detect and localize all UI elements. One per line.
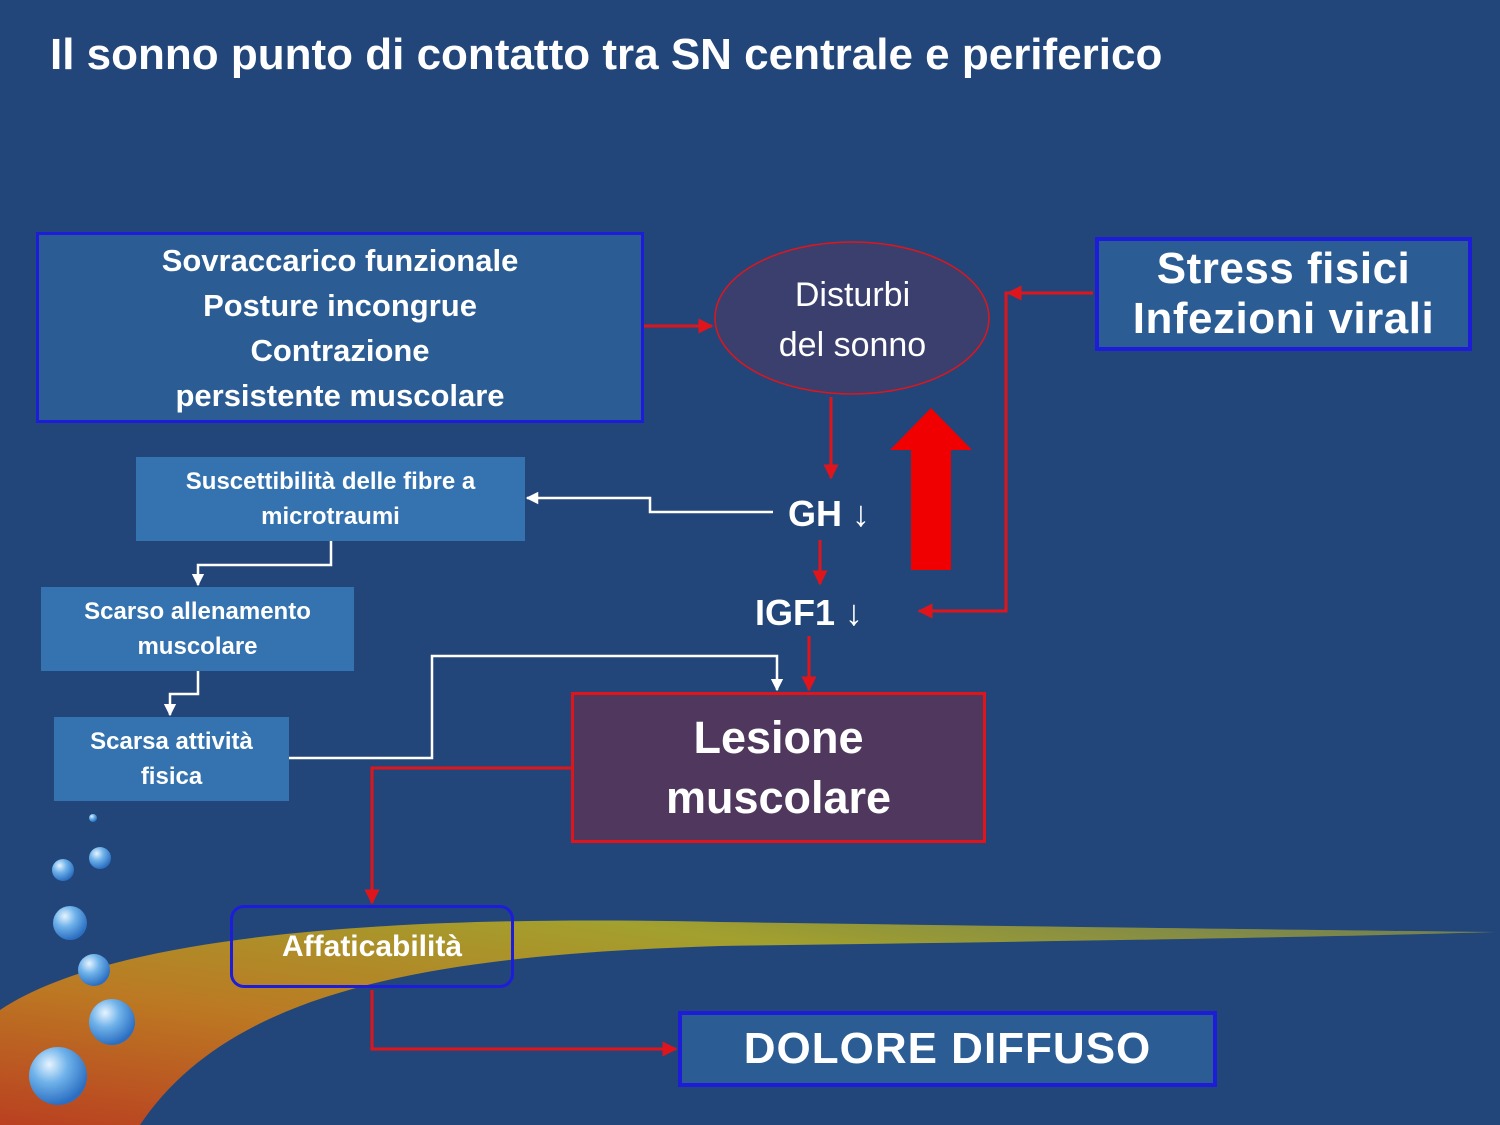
- box-line: Scarsa attività: [90, 728, 253, 755]
- diffuse-pain-box: DOLORE DIFFUSO: [678, 1011, 1217, 1087]
- box-line: Affaticabilità: [281, 929, 463, 963]
- box-line: persistente muscolare: [175, 377, 505, 413]
- big-up-arrow-icon: [890, 408, 972, 570]
- stress-infection-box: Stress fisici Infezioni virali: [1095, 237, 1472, 351]
- box-line: muscolare: [665, 771, 892, 823]
- sleep-disorder-ellipse: [714, 241, 990, 395]
- red-connectors: [364, 285, 1093, 1057]
- ellipse-line: Disturbi: [794, 276, 911, 314]
- fiber-susceptibility-box: Suscettibilità delle fibre a microtraumi: [136, 457, 525, 541]
- box-line: muscolare: [137, 633, 258, 660]
- sleep-disorder-label: Disturbi del sonno: [715, 270, 990, 370]
- box-line: fisica: [140, 763, 203, 790]
- ellipse-line: del sonno: [778, 326, 927, 364]
- slide-title: Il sonno punto di contatto tra SN centra…: [50, 30, 1163, 79]
- bubble-icon: [29, 791, 135, 1105]
- box-line: DOLORE DIFFUSO: [743, 1024, 1152, 1073]
- igf1-label: IGF1 ↓: [755, 592, 864, 633]
- box-line: Stress fisici: [1156, 244, 1411, 293]
- box-line: Sovraccarico funzionale: [161, 242, 519, 278]
- fatigue-box: Affaticabilità: [230, 905, 514, 988]
- box-line: Contrazione: [250, 332, 430, 368]
- box-line: Posture incongrue: [203, 287, 477, 323]
- muscle-lesion-box: Lesione muscolare: [571, 692, 986, 843]
- gh-label: GH ↓: [788, 493, 871, 534]
- white-connectors: [163, 491, 784, 760]
- swoosh-decoration: [0, 920, 1495, 1125]
- poor-training-box: Scarso allenamento muscolare: [41, 587, 354, 671]
- box-line: microtraumi: [261, 503, 400, 530]
- low-activity-box: Scarsa attività fisica: [54, 717, 289, 801]
- box-line: Suscettibilità delle fibre a: [185, 468, 476, 495]
- box-line: Infezioni virali: [1132, 294, 1435, 343]
- box-line: Scarso allenamento: [84, 598, 311, 625]
- box-line: Lesione: [693, 711, 864, 763]
- functional-overload-box: Sovraccarico funzionale Posture incongru…: [36, 232, 644, 423]
